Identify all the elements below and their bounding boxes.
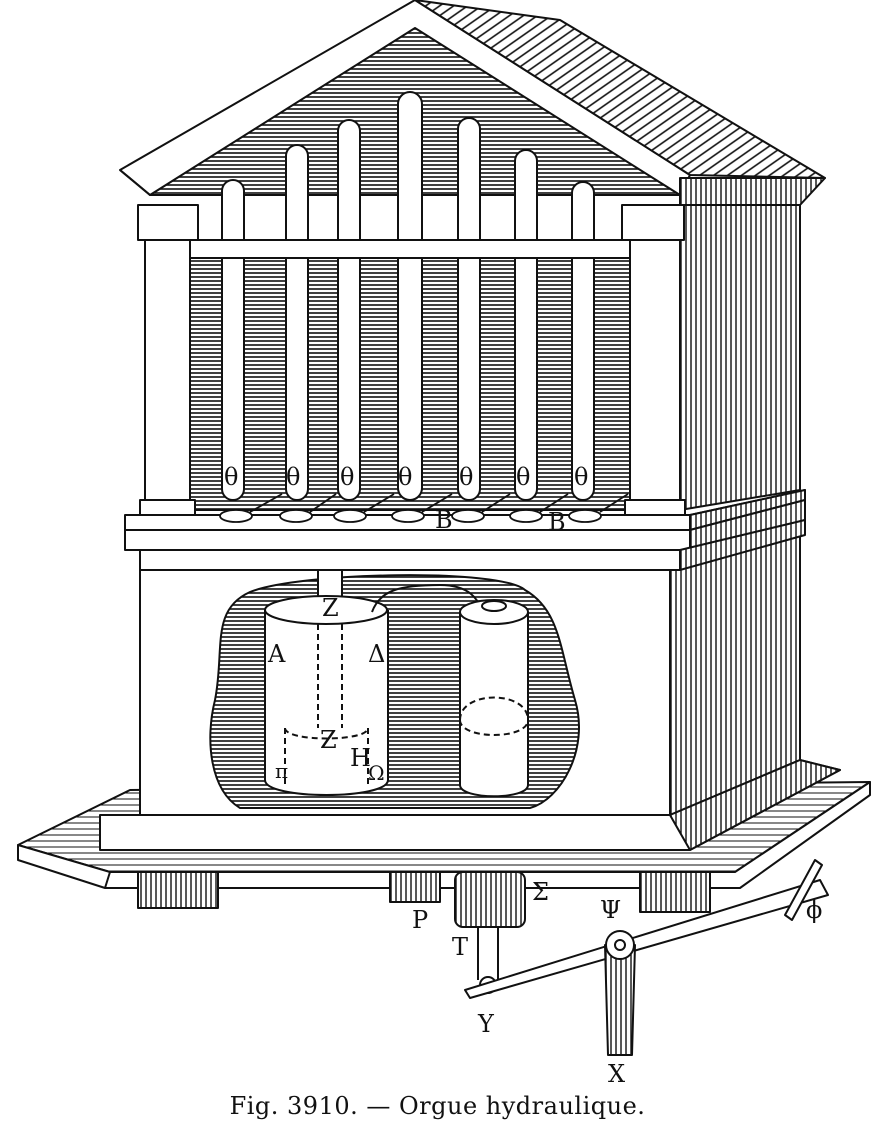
organ-pipe	[571, 181, 595, 501]
figure-labels: θ θ θ θ θ θ θ B B Z A Δ Z H π Ω P T Σ Ψ …	[224, 463, 822, 1088]
organ-pipes	[221, 91, 595, 501]
label-theta: θ	[459, 463, 473, 491]
key	[451, 509, 485, 523]
label-B: B	[435, 506, 453, 534]
figure-caption: Fig. 3910. — Orgue hydraulique.	[229, 1092, 646, 1120]
organ-pipe	[397, 91, 423, 501]
label-theta: θ	[340, 463, 354, 491]
organ-pipe	[457, 117, 481, 501]
organ-pipe	[514, 149, 538, 501]
label-Y: Y	[477, 1010, 495, 1038]
label-Psi: Ψ	[600, 896, 621, 924]
label-A: A	[267, 640, 286, 668]
label-P: P	[412, 906, 428, 934]
pump-cylinder	[459, 599, 529, 798]
label-theta: θ	[516, 463, 530, 491]
label-theta: θ	[224, 463, 238, 491]
organ-pipe	[337, 119, 361, 501]
label-H: H	[350, 744, 371, 772]
label-theta: θ	[574, 463, 588, 491]
organ-pipe	[285, 144, 309, 501]
keyboard-keys	[219, 493, 629, 523]
organ-pipe	[221, 179, 245, 501]
label-Omega: Ω	[368, 761, 385, 785]
key	[568, 509, 602, 523]
pipe-rack	[189, 239, 631, 259]
label-Sigma: Σ	[532, 878, 549, 906]
key	[509, 509, 543, 523]
water-cistern	[264, 569, 483, 796]
label-pi: π	[275, 759, 288, 783]
label-B: B	[548, 508, 566, 536]
label-X: X	[608, 1060, 625, 1088]
key	[279, 509, 313, 523]
pump-mechanism	[454, 859, 829, 1056]
key	[391, 509, 425, 523]
label-Z: Z	[320, 726, 337, 754]
label-Z: Z	[322, 594, 339, 622]
support-feet	[137, 871, 711, 913]
key	[333, 509, 367, 523]
key	[219, 509, 253, 523]
label-Delta: Δ	[368, 640, 385, 668]
label-T: T	[452, 933, 468, 961]
label-Phi: ϕ	[806, 896, 822, 924]
label-theta: θ	[286, 463, 300, 491]
label-theta: θ	[398, 463, 412, 491]
